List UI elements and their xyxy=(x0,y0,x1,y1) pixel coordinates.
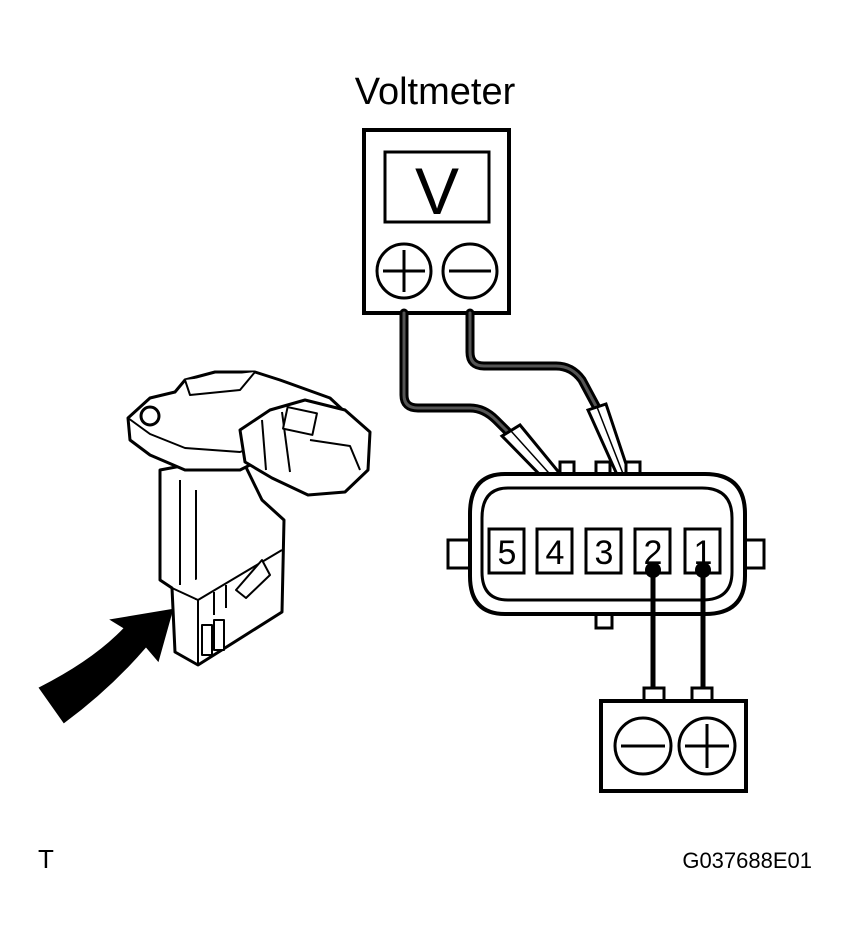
battery xyxy=(599,686,748,793)
voltmeter-display-symbol: V xyxy=(415,154,459,228)
negative-lead-wire xyxy=(465,308,602,413)
voltmeter: V xyxy=(362,128,511,315)
pin-label-1: 1 xyxy=(694,534,713,572)
pin-5 xyxy=(487,527,526,575)
test-leads xyxy=(399,308,602,441)
arrow-icon xyxy=(38,608,174,724)
pin-label-4: 4 xyxy=(546,534,565,572)
pin-label-2: 2 xyxy=(644,534,663,572)
voltmeter-display xyxy=(383,150,491,224)
pin-4 xyxy=(535,527,574,575)
voltmeter-title: Voltmeter xyxy=(355,71,516,113)
pin-label-5: 5 xyxy=(498,534,517,572)
sensor-illustration xyxy=(126,370,372,667)
minus-icon xyxy=(441,242,499,300)
pin-3 xyxy=(584,527,623,575)
figure-id: G037688E01 xyxy=(682,848,812,873)
connector: 5 4 3 2 1 xyxy=(446,460,766,630)
footer-left-code: T xyxy=(38,844,54,874)
minus-icon xyxy=(613,716,673,776)
positive-lead-wire xyxy=(399,308,517,441)
pin-label-3: 3 xyxy=(595,534,614,572)
plus-icon xyxy=(375,242,433,300)
plus-icon xyxy=(677,716,737,776)
battery-wires xyxy=(645,562,711,690)
